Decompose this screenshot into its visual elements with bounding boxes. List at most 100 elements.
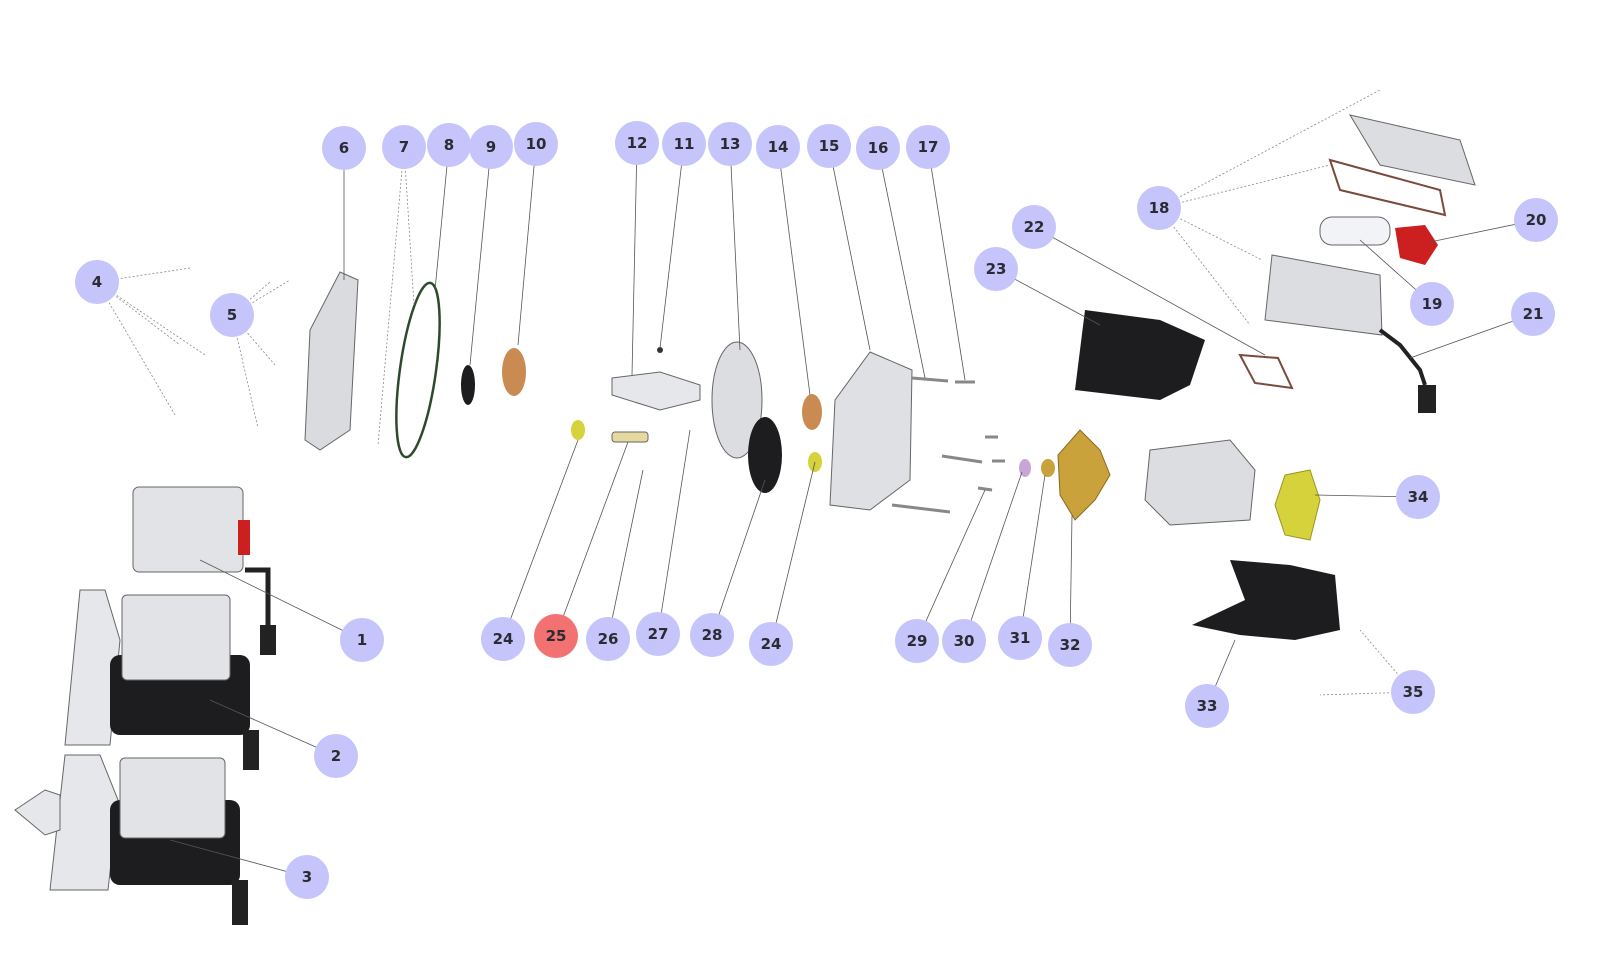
callout-circle[interactable] — [690, 613, 734, 657]
leader-line-12 — [631, 142, 638, 376]
callout-label: 35 — [1403, 683, 1424, 701]
callout-circle[interactable] — [942, 619, 986, 663]
part-6-front-cover — [304, 271, 359, 451]
callout-label: 8 — [444, 136, 454, 154]
callout-35[interactable]: 35 — [1391, 670, 1435, 714]
callout-circle[interactable] — [1137, 186, 1181, 230]
callout-circle[interactable] — [1012, 205, 1056, 249]
callout-4[interactable]: 4 — [75, 260, 119, 304]
callout-20[interactable]: 20 — [1514, 198, 1558, 242]
part-12-shaft — [611, 371, 701, 411]
callout-6[interactable]: 6 — [322, 126, 366, 170]
callout-circle[interactable] — [514, 122, 558, 166]
callout-label: 32 — [1060, 636, 1081, 654]
callout-22[interactable]: 22 — [1012, 205, 1056, 249]
callout-33[interactable]: 33 — [1185, 684, 1229, 728]
part-22-gasket — [1238, 353, 1294, 390]
callout-27[interactable]: 27 — [636, 612, 680, 656]
callout-label: 28 — [702, 626, 723, 644]
callout-circle[interactable] — [481, 617, 525, 661]
callout-26[interactable]: 26 — [586, 617, 630, 661]
callout-circle[interactable] — [469, 125, 513, 169]
callout-9[interactable]: 9 — [469, 125, 513, 169]
callout-label: 34 — [1408, 488, 1429, 506]
part-31-bushing — [1041, 459, 1055, 477]
parts-drawing — [14, 114, 1476, 925]
leader-line-13 — [729, 143, 741, 351]
callout-circle[interactable] — [856, 126, 900, 170]
callout-7[interactable]: 7 — [382, 125, 426, 169]
callout-circle[interactable] — [615, 121, 659, 165]
callout-circle[interactable] — [1396, 475, 1440, 519]
callout-label: 29 — [907, 632, 928, 650]
callout-circle[interactable] — [210, 293, 254, 337]
callout-circle[interactable] — [807, 124, 851, 168]
callout-32[interactable]: 32 — [1048, 623, 1092, 667]
leader-line-15 — [828, 145, 871, 351]
callout-34[interactable]: 34 — [1396, 475, 1440, 519]
callout-circle[interactable] — [534, 614, 578, 658]
callout-23[interactable]: 23 — [974, 247, 1018, 291]
callout-circle[interactable] — [749, 622, 793, 666]
callout-30[interactable]: 30 — [942, 619, 986, 663]
callout-5[interactable]: 5 — [210, 293, 254, 337]
callout-circle[interactable] — [285, 855, 329, 899]
callout-1[interactable]: 1 — [340, 618, 384, 662]
callout-2[interactable]: 2 — [314, 734, 358, 778]
callout-label: 4 — [92, 273, 102, 291]
callout-8[interactable]: 8 — [427, 123, 471, 167]
callout-11[interactable]: 11 — [662, 122, 706, 166]
callout-circle[interactable] — [756, 125, 800, 169]
callout-28[interactable]: 28 — [690, 613, 734, 657]
callout-19[interactable]: 19 — [1410, 282, 1454, 326]
callout-circle[interactable] — [382, 125, 426, 169]
callout-label: 19 — [1422, 295, 1443, 313]
callout-16[interactable]: 16 — [856, 126, 900, 170]
callout-circle[interactable] — [636, 612, 680, 656]
callout-17[interactable]: 17 — [906, 125, 950, 169]
callout-circle[interactable] — [1511, 292, 1555, 336]
callout-24[interactable]: 24 — [481, 617, 525, 661]
leader-line-35 — [1319, 691, 1414, 696]
callout-31[interactable]: 31 — [998, 616, 1042, 660]
part-15-housing — [829, 351, 913, 511]
callout-circle[interactable] — [662, 122, 706, 166]
callout-label: 17 — [918, 138, 939, 156]
callout-circle[interactable] — [1185, 684, 1229, 728]
leader-line-5 — [231, 279, 291, 316]
callout-12[interactable]: 12 — [615, 121, 659, 165]
callout-18[interactable]: 18 — [1137, 186, 1181, 230]
callout-label: 2 — [331, 747, 341, 765]
callout-25[interactable]: 25 — [534, 614, 578, 658]
callout-circle[interactable] — [314, 734, 358, 778]
callout-14[interactable]: 14 — [756, 125, 800, 169]
callout-3[interactable]: 3 — [285, 855, 329, 899]
leader-line-26 — [607, 469, 644, 640]
callout-circle[interactable] — [974, 247, 1018, 291]
leader-line-5 — [231, 314, 259, 429]
callout-29[interactable]: 29 — [895, 619, 939, 663]
callout-circle[interactable] — [708, 122, 752, 166]
callout-24[interactable]: 24 — [749, 622, 793, 666]
callout-10[interactable]: 10 — [514, 122, 558, 166]
callout-circle[interactable] — [340, 618, 384, 662]
callout-circle[interactable] — [1391, 670, 1435, 714]
callout-21[interactable]: 21 — [1511, 292, 1555, 336]
part-25-pin — [611, 431, 649, 443]
callout-circle[interactable] — [427, 123, 471, 167]
callout-circle[interactable] — [1514, 198, 1558, 242]
callout-13[interactable]: 13 — [708, 122, 752, 166]
callout-15[interactable]: 15 — [807, 124, 851, 168]
callout-circle[interactable] — [1048, 623, 1092, 667]
callout-circle[interactable] — [895, 619, 939, 663]
callout-circle[interactable] — [906, 125, 950, 169]
callout-circle[interactable] — [586, 617, 630, 661]
callout-circle[interactable] — [998, 616, 1042, 660]
callout-circle[interactable] — [322, 126, 366, 170]
callout-circle[interactable] — [75, 260, 119, 304]
callout-label: 27 — [648, 625, 669, 643]
callout-label: 10 — [526, 135, 547, 153]
callout-label: 5 — [227, 306, 237, 324]
callout-circle[interactable] — [1410, 282, 1454, 326]
